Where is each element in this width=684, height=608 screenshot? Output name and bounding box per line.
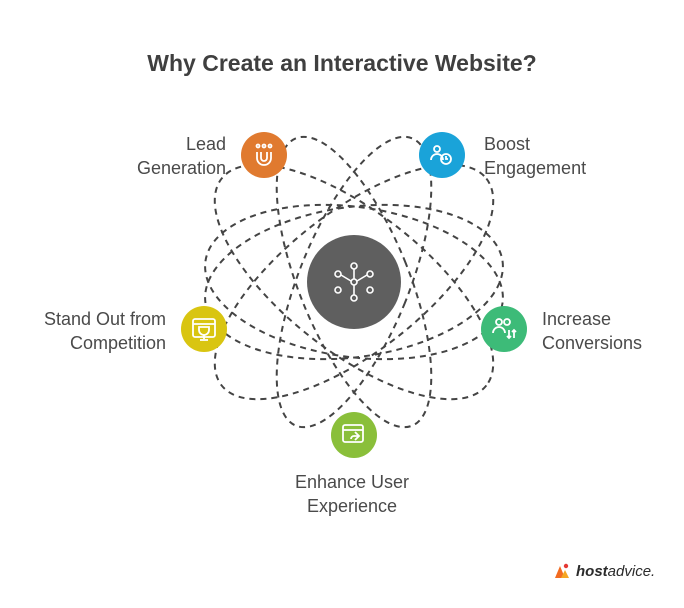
label-line: Experience [306, 496, 398, 516]
label-line: Lead [185, 134, 226, 154]
network-nodes-icon [334, 262, 374, 302]
node-boost-engagement [419, 132, 465, 178]
label-increase-conversions: Increase Conversions [542, 307, 642, 355]
label-lead-generation: Lead Generation [60, 132, 226, 180]
label-line: Stand Out from [43, 309, 166, 329]
orbit-ellipse-vertical-2 [275, 135, 433, 429]
label-line: Boost [484, 134, 531, 154]
magnet-users-icon [255, 143, 273, 166]
label-line: Competition [69, 333, 166, 353]
users-clock-icon [430, 145, 452, 165]
brand-text: hostadvice. [576, 563, 655, 580]
orbit-ellipse-diag-2 [213, 163, 495, 401]
node-enhance-ux [331, 412, 377, 458]
users-arrows-icon [492, 318, 517, 340]
hostadvice-logo-icon [555, 563, 569, 578]
brand-light: advice. [607, 562, 656, 580]
label-line: Engagement [484, 158, 587, 178]
brand-logo: hostadvice. [552, 560, 655, 582]
diagram-title: Why Create an Interactive Website? [147, 50, 537, 76]
label-boost-engagement: Boost Engagement [484, 132, 586, 180]
label-line: Conversions [542, 333, 643, 353]
center-node [307, 235, 401, 329]
brand-bold: host [576, 562, 608, 580]
label-stand-out: Stand Out from Competition [0, 307, 166, 355]
node-increase-conversions [481, 306, 527, 352]
label-line: Increase [542, 309, 612, 329]
node-stand-out [181, 306, 227, 352]
orbit-ellipse-vertical [275, 135, 433, 429]
node-lead-generation [241, 132, 287, 178]
center-circle [307, 235, 401, 329]
trophy-icon [192, 318, 216, 341]
orbit-ellipse-diag-1 [213, 163, 495, 401]
label-line: Generation [136, 158, 226, 178]
orbit-ellipse-horizontal-2 [204, 203, 504, 361]
browser-share-icon [342, 424, 364, 443]
label-enhance-ux: Enhance User Experience [232, 470, 472, 518]
label-line: Enhance User [294, 472, 410, 492]
orbit-ellipse-horizontal [204, 203, 504, 361]
